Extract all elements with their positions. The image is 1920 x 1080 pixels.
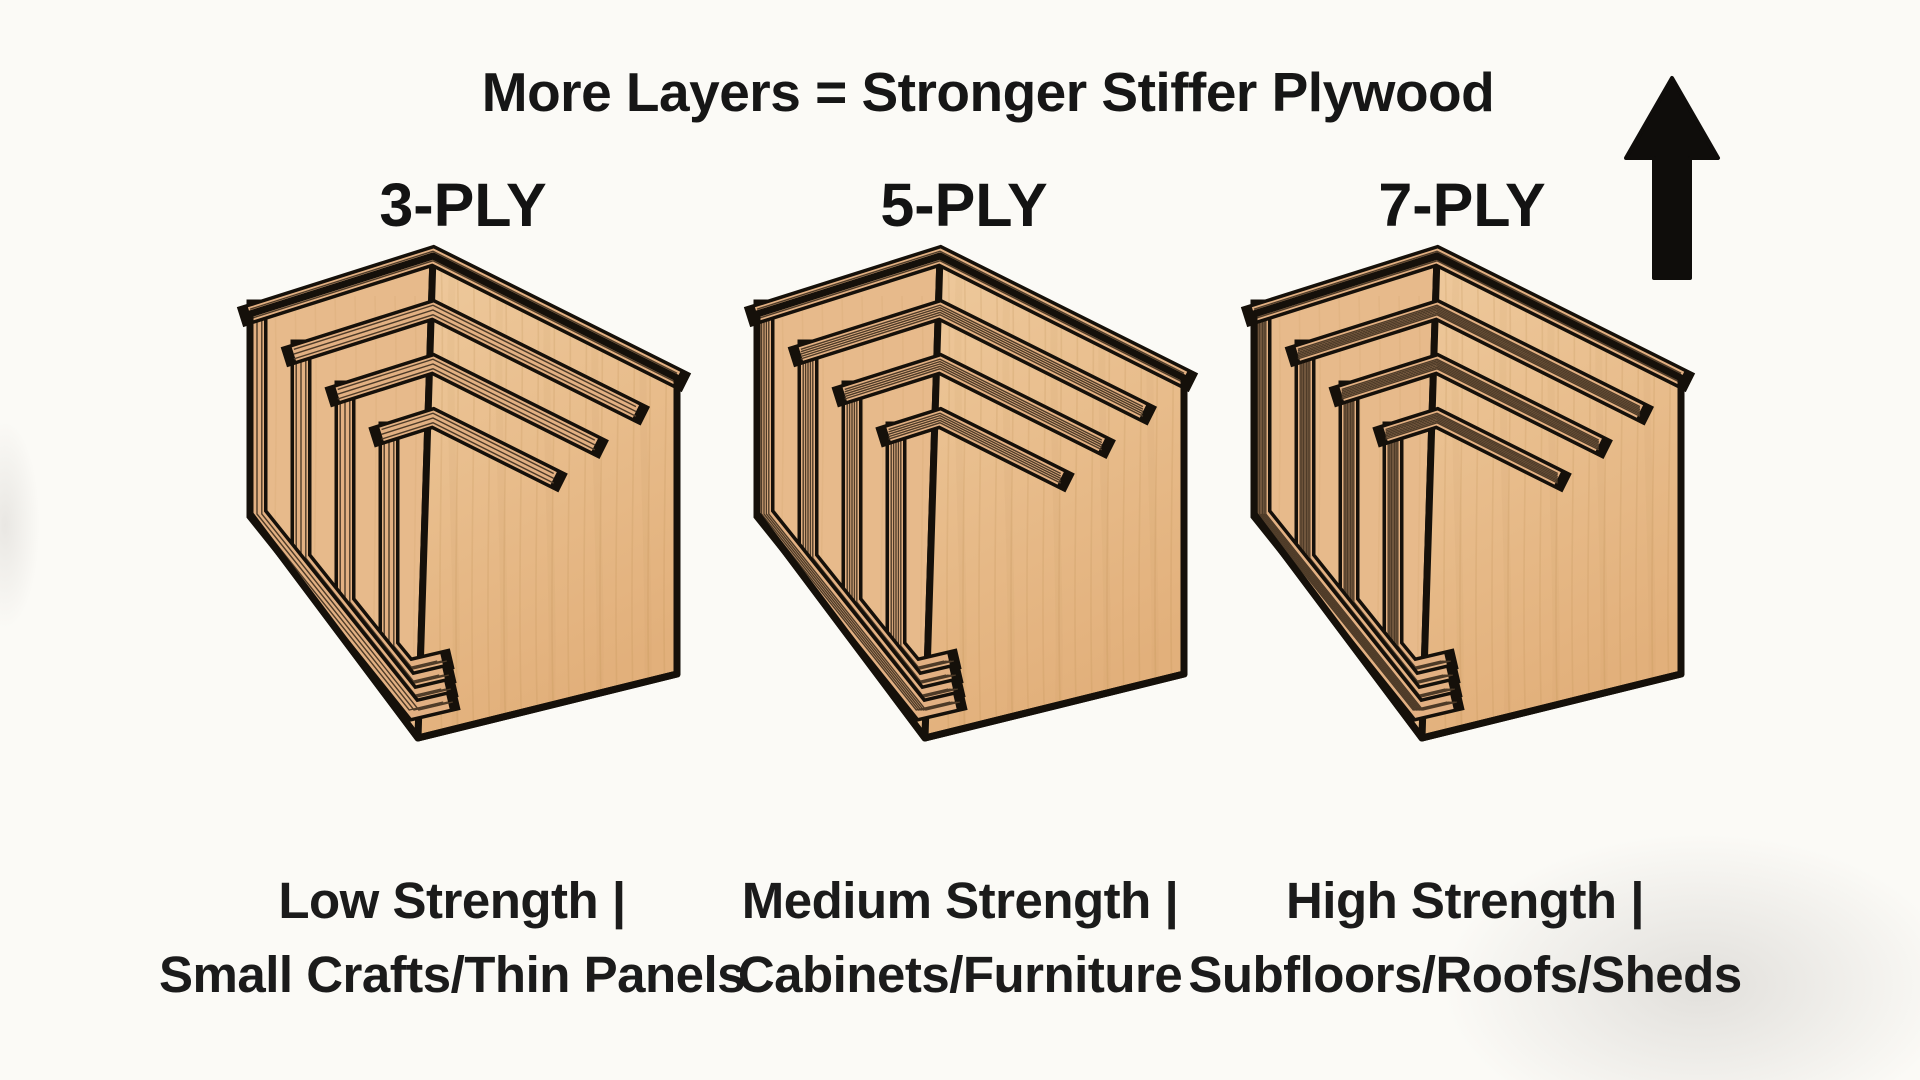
caption-3ply: Low Strength | Small Crafts/Thin Panels bbox=[158, 864, 746, 1012]
caption-5ply: Medium Strength | Cabinets/Furniture bbox=[737, 864, 1183, 1012]
up-arrow-icon bbox=[1624, 76, 1720, 280]
caption-5ply-line1: Medium Strength | bbox=[741, 872, 1179, 929]
plywood-block-3-ply bbox=[236, 244, 692, 742]
caption-3ply-line2: Small Crafts/Thin Panels bbox=[158, 946, 746, 1003]
ply-label-3ply: 3-PLY bbox=[379, 171, 547, 239]
plywood-block-7-ply bbox=[1240, 244, 1696, 742]
ply-label-5ply: 5-PLY bbox=[880, 171, 1048, 239]
caption-7ply: High Strength | Subfloors/Roofs/Sheds bbox=[1188, 864, 1742, 1012]
diagram-title: More Layers = Stronger Stiffer Plywood bbox=[481, 61, 1495, 123]
caption-5ply-line2: Cabinets/Furniture bbox=[737, 946, 1183, 1003]
background-shading-left bbox=[0, 420, 40, 630]
caption-7ply-line2: Subfloors/Roofs/Sheds bbox=[1188, 946, 1742, 1003]
ply-label-7ply: 7-PLY bbox=[1378, 171, 1546, 239]
caption-3ply-line1: Low Strength | bbox=[278, 872, 626, 929]
caption-7ply-line1: High Strength | bbox=[1285, 872, 1645, 929]
plywood-block-5-ply bbox=[743, 244, 1199, 742]
